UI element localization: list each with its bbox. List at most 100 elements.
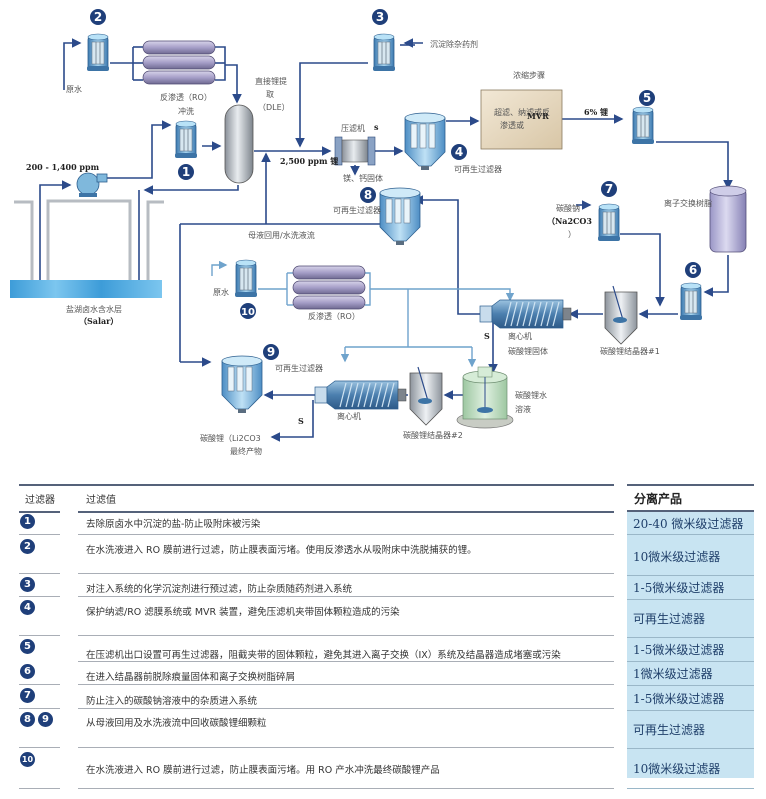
badge-9: 9 [263,344,279,360]
label-mg-ca-solids: 镁、钙固体 [343,173,383,183]
row-rule [19,788,60,789]
row-rule [78,684,614,685]
regen-filter-8 [379,187,421,246]
product-cell: 10微米级过滤器 [627,749,754,789]
label-regen-filter-8: 可再生过滤器 [333,205,381,215]
row-description: 在进入结晶器前脱除痕量固体和离子交换树脂碎屑 [86,672,296,683]
product-cell: 可再生过滤器 [627,600,754,638]
label-ppm-mid: 2,500 ppm 锂 [280,156,338,166]
crystallizer-2 [409,366,443,426]
badge-1: 1 [20,514,35,529]
label-dle-1: 直接锂提 [255,76,287,86]
row-description: 在压滤机出口设置可再生过滤器，阻截夹带的固体颗粒，避免其进入离子交换（IX）系统… [86,650,561,661]
label-salar: （Salar） [79,316,118,326]
pipes-light [211,260,515,368]
label-crystallizer-1: 碳酸锂结晶器#1 [600,346,660,356]
label-centrifuge-2: 离心机 [337,411,361,421]
label-filter-press: 压滤机 [341,123,365,133]
badge-2: 2 [20,539,35,554]
label-dle-2: 取 [266,90,274,99]
li2co3-solution-tank [456,366,514,429]
header-product: 分离产品 [634,492,683,506]
row-description: 在水洗液进入 RO 膜前进行过滤，防止膜表面污堵。使用反渗透水从吸附床中洗脱捕获… [86,545,477,556]
svg-text:2: 2 [94,10,102,24]
label-concentration-step: 浓缩步骤 [513,70,545,80]
label-product-1: 碳酸锂（Li2CO3 [200,433,261,443]
label-soda-ash-3: ） [568,230,576,239]
row-rule [78,661,614,662]
svg-text:9: 9 [267,345,275,359]
badge-10: 10 [20,752,35,767]
row-rule [19,596,60,597]
svg-text:5: 5 [643,91,651,105]
concentration-box [480,89,563,150]
row-rule [19,747,60,748]
header-rule-left [19,511,60,513]
row-description: 在水洗液进入 RO 膜前进行过滤，防止膜表面污堵。用 RO 产水冲洗最终碳酸锂产… [86,765,440,776]
pump-icon [76,172,108,197]
label-raw-water-bottom: 原水 [213,287,229,297]
filter-2 [86,33,110,72]
label-raw-water-top: 原水 [66,84,82,94]
row-rule [19,708,60,709]
svg-text:6: 6 [689,263,697,277]
product-cell: 1-5微米级过滤器 [627,638,754,662]
header-filter: 过滤器 [25,495,55,506]
label-brine-aquifer: 盐湖卤水含水层 [66,304,122,314]
row-description: 从母液回用及水洗液流中回收碳酸锂细颗粒 [86,718,267,729]
process-flow-diagram: 1 2 3 4 5 6 7 8 9 10 原水 反渗透（RO） 冲洗 200 -… [10,9,747,456]
row-rule [19,573,60,574]
header-rule-right [78,511,614,513]
badge-2: 2 [90,9,106,25]
label-concentration-mvr: MVR [527,111,549,121]
table-top-rule-product [627,484,754,486]
label-dle-3: （DLE） [258,103,290,112]
header-value: 过滤值 [86,495,116,506]
regen-filter-4 [404,112,446,171]
filter-10 [234,259,258,298]
row-rule [78,747,614,748]
filter-table: 过滤器 过滤值 分离产品 20-40 微米级过滤器 10微米级过滤器 1-5微米… [0,480,766,799]
product-cell: 1-5微米级过滤器 [627,576,754,600]
label-li2co3-solution-1: 碳酸锂水 [515,390,547,400]
row-rule [78,635,614,636]
label-precip-agent: 沉淀除杂药剂 [430,39,478,49]
label-s-cent2: S [298,416,304,426]
svg-text:8: 8 [364,188,372,202]
row-description: 对注入系统的化学沉淀剂进行预过滤，防止杂质随药剂进入系统 [86,584,353,595]
label-crystallizer-2: 碳酸锂结晶器#2 [403,430,463,440]
label-flush: 冲洗 [178,106,194,116]
label-ppm-inlet: 200 - 1,400 ppm [26,162,100,172]
row-description: 防止注入的碳酸钠溶液中的杂质进入系统 [86,696,258,707]
badge-1: 1 [178,164,194,180]
row-rule [78,534,614,535]
label-regen-filter-4: 可再生过滤器 [454,164,502,174]
row-rule [78,573,614,574]
row-description: 去除原卤水中沉淀的盐-防止吸附床被污染 [86,519,261,530]
label-mother-liquor: 母液回用/水洗液流 [248,230,315,240]
dle-column [224,104,254,184]
svg-text:10: 10 [241,307,255,318]
svg-text:3: 3 [376,10,384,24]
row-rule [19,635,60,636]
label-s-press: s [374,122,379,132]
badge-7: 7 [20,688,35,703]
svg-text:7: 7 [605,182,613,196]
label-soda-ash-2: （Na2CO3 [547,216,592,226]
filter-6 [679,282,703,321]
crystallizer-1 [604,285,638,345]
row-rule [78,708,614,709]
product-column: 20-40 微米级过滤器 10微米级过滤器 1-5微米级过滤器 可再生过滤器 1… [627,510,754,789]
filter-3 [372,33,396,72]
badge-3: 3 [372,9,388,25]
table-top-rule [19,484,614,486]
svg-text:1: 1 [182,165,190,179]
row-description: 保护纳滤/RO 滤膜系统或 MVR 装置，避免压滤机夹带固体颗粒造成的污染 [86,607,400,618]
ro-bank-top [142,40,216,85]
badge-10: 10 [240,303,256,319]
badge-4: 4 [20,600,35,615]
product-cell: 1-5微米级过滤器 [627,686,754,711]
row-rule [78,788,614,789]
row-rule [19,534,60,535]
badge-4: 4 [451,144,467,160]
